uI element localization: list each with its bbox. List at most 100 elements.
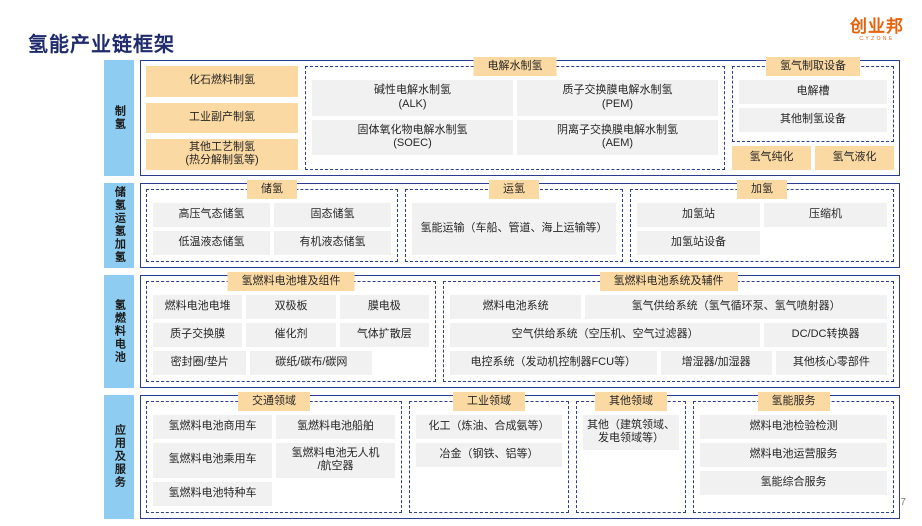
group-row — [583, 454, 679, 478]
chain-item[interactable]: 氢燃料电池船舶 — [276, 414, 395, 439]
group-row: 电控系统（发动机控制器FCU等） 增湿器/加湿器 其他核心零部件 — [450, 350, 887, 375]
group-caption: 氢气制取设备 — [766, 57, 860, 77]
chain-item[interactable]: 高压气态储氢 — [153, 202, 270, 227]
group-caption: 氢燃料电池系统及辅件 — [599, 271, 738, 291]
chain-item[interactable]: 氢燃料电池无人机/航空器 — [276, 442, 395, 478]
chain-item[interactable]: 其他（建筑领域、发电领域等） — [583, 414, 679, 450]
row-tab-label[interactable]: 氢燃料电池 — [104, 274, 134, 388]
group-transportation-field: 交通领域 氢燃料电池商用车 氢燃料电池船舶 氢燃料电池乘用车 氢燃料电池无人机/… — [146, 391, 402, 513]
group-system-auxiliaries: 氢燃料电池系统及辅件 燃料电池系统 氢气供给系统（氢气循环泵、氢气喷射器） 空气… — [443, 271, 894, 382]
group-caption: 加氢 — [737, 179, 787, 199]
chain-item[interactable]: 碱性电解水制氢(ALK) — [312, 80, 513, 116]
group-row: 加氢站设备 — [637, 230, 887, 255]
chain-item[interactable]: 低温液态储氢 — [153, 230, 270, 255]
chain-row-applications-services: 应用及服务 交通领域 氢燃料电池商用车 氢燃料电池船舶 氢燃料电池乘用车 氢燃料… — [104, 391, 900, 519]
group-storage: 储氢 高压气态储氢 固态储氢 低温液态储氢 有机液态储氢 — [146, 179, 398, 262]
group-row: 电解槽 — [739, 80, 887, 104]
chain-row-fuel-cell: 氢燃料电池 氢燃料电池堆及组件 燃料电池电堆 双极板 膜电极 质子交换膜 催化剂… — [104, 271, 900, 388]
group-row: 氢燃料电池乘用车 氢燃料电池无人机/航空器 — [153, 442, 395, 478]
group-row: 化工（炼油、合成氨等） — [416, 414, 562, 439]
chain-row-storage-transport-refuel: 储氢运氢加氢 储氢 高压气态储氢 固态储氢 低温液态储氢 有机液态储氢 运氢 氢… — [104, 179, 900, 268]
chain-item[interactable]: 氢能运输（车船、管道、海上运输等） — [412, 202, 616, 255]
chain-item[interactable]: 压缩机 — [764, 202, 887, 227]
group-caption: 氢能服务 — [757, 391, 830, 411]
chain-item[interactable]: 固体氧化物电解水制氢(SOEC) — [312, 119, 513, 155]
row-tab-label[interactable]: 储氢运氢加氢 — [104, 182, 134, 268]
chain-item[interactable]: 其他工艺制氢(热分解制氢等) — [146, 139, 298, 170]
chain-item-empty — [583, 454, 679, 478]
chain-item[interactable]: 电解槽 — [739, 80, 887, 104]
chain-item[interactable]: 化石燃料制氢 — [146, 66, 298, 97]
group-stack-components: 氢燃料电池堆及组件 燃料电池电堆 双极板 膜电极 质子交换膜 催化剂 气体扩散层… — [146, 271, 436, 382]
chain-item[interactable]: 碳纸/碳布/碳网 — [250, 350, 373, 375]
chain-item[interactable]: 氢能综合服务 — [700, 470, 887, 495]
group-caption: 电解水制氢 — [473, 57, 557, 77]
group-row: 低温液态储氢 有机液态储氢 — [153, 230, 391, 255]
chain-item[interactable]: 增湿器/加湿器 — [660, 350, 772, 375]
chain-item[interactable]: 其他制氢设备 — [739, 108, 887, 132]
chain-item-empty — [376, 351, 429, 375]
chain-item[interactable]: 电控系统（发动机控制器FCU等） — [450, 350, 657, 375]
chain-item-empty — [416, 471, 562, 495]
chain-item[interactable]: 氢气液化 — [815, 145, 894, 170]
group-row: 燃料电池系统 氢气供给系统（氢气循环泵、氢气喷射器） — [450, 294, 887, 319]
chain-item[interactable]: 燃料电池运营服务 — [700, 442, 887, 467]
chain-item[interactable]: 有机液态储氢 — [274, 230, 391, 255]
group-caption: 工业领域 — [453, 391, 525, 411]
chain-item[interactable]: 氢气供给系统（氢气循环泵、氢气喷射器） — [585, 294, 887, 319]
group-row: 碱性电解水制氢(ALK) 质子交换膜电解水制氢(PEM) — [312, 80, 718, 116]
chain-item[interactable]: 固态储氢 — [274, 202, 391, 227]
row-body: 氢燃料电池堆及组件 燃料电池电堆 双极板 膜电极 质子交换膜 催化剂 气体扩散层… — [140, 271, 900, 388]
brand-logo-en: CYZONE — [859, 36, 895, 42]
group-water-electrolysis: 电解水制氢 碱性电解水制氢(ALK) 质子交换膜电解水制氢(PEM) 固体氧化物… — [305, 57, 725, 170]
chain-item[interactable]: 燃料电池检验检测 — [700, 414, 887, 439]
group-industrial-field: 工业领域 化工（炼油、合成氨等） 冶金（钢铁、铝等） — [409, 391, 569, 513]
chain-item[interactable]: 质子交换膜 — [153, 322, 243, 347]
group-row: 冶金（钢铁、铝等） — [416, 442, 562, 467]
chain-item[interactable]: 双极板 — [246, 294, 336, 319]
chain-item[interactable]: DC/DC转换器 — [764, 322, 887, 347]
page-number: 37 — [894, 497, 906, 508]
chain-item[interactable]: 氢气纯化 — [732, 145, 811, 170]
chain-item[interactable]: 冶金（钢铁、铝等） — [416, 442, 562, 467]
chain-item[interactable]: 氢燃料电池乘用车 — [153, 442, 272, 478]
chain-item[interactable]: 燃料电池电堆 — [153, 294, 243, 319]
chain-item[interactable]: 燃料电池系统 — [450, 294, 582, 319]
group-hydrogen-services: 氢能服务 燃料电池检验检测 燃料电池运营服务 氢能综合服务 — [693, 391, 894, 513]
chain-item[interactable]: 氢燃料电池特种车 — [153, 482, 272, 506]
group-row: 燃料电池运营服务 — [700, 442, 887, 467]
group-row: 氢能综合服务 — [700, 470, 887, 495]
chain-item-empty — [276, 482, 395, 506]
row-body: 交通领域 氢燃料电池商用车 氢燃料电池船舶 氢燃料电池乘用车 氢燃料电池无人机/… — [140, 391, 900, 519]
page-title: 氢能产业链框架 — [28, 34, 175, 56]
group-caption: 储氢 — [247, 179, 297, 199]
chain-item[interactable]: 加氢站 — [637, 202, 760, 227]
row-tab-label[interactable]: 制氢 — [104, 60, 134, 176]
chain-item[interactable]: 化工（炼油、合成氨等） — [416, 414, 562, 439]
group-row: 氢燃料电池商用车 氢燃料电池船舶 — [153, 414, 395, 439]
group-other-field: 其他领域 其他（建筑领域、发电领域等） — [576, 391, 686, 513]
group-row: 加氢站 压缩机 — [637, 202, 887, 227]
chain-item[interactable]: 膜电极 — [339, 294, 429, 319]
group-row: 高压气态储氢 固态储氢 — [153, 202, 391, 227]
chain-item[interactable]: 密封圈/垫片 — [153, 350, 247, 375]
chain-item[interactable]: 工业副产制氢 — [146, 102, 298, 133]
chain-item[interactable]: 阴离子交换膜电解水制氢(AEM) — [517, 119, 718, 155]
chain-row-hydrogen-production: 制氢 化石燃料制氢 工业副产制氢 其他工艺制氢(热分解制氢等) 电解水制氢 碱性… — [104, 57, 900, 176]
chain-item[interactable]: 质子交换膜电解水制氢(PEM) — [517, 80, 718, 116]
value-chain-diagram: 制氢 化石燃料制氢 工业副产制氢 其他工艺制氢(热分解制氢等) 电解水制氢 碱性… — [104, 57, 900, 526]
chain-item[interactable]: 催化剂 — [246, 322, 336, 347]
group-caption: 运氢 — [489, 179, 539, 199]
group-caption: 氢燃料电池堆及组件 — [227, 271, 355, 291]
row-tab-label[interactable]: 应用及服务 — [104, 394, 134, 519]
chain-item[interactable]: 空气供给系统（空压机、空气过滤器） — [450, 322, 761, 347]
chain-item[interactable]: 气体扩散层 — [339, 322, 429, 347]
chain-item[interactable]: 加氢站设备 — [637, 230, 760, 255]
group-caption: 其他领域 — [595, 391, 667, 411]
chain-item[interactable]: 氢燃料电池商用车 — [153, 414, 272, 439]
group-row — [583, 482, 679, 506]
group-row: 其他（建筑领域、发电领域等） — [583, 414, 679, 450]
chain-item[interactable]: 其他核心零部件 — [775, 350, 887, 375]
group-fossil-routes: 化石燃料制氢 工业副产制氢 其他工艺制氢(热分解制氢等) — [146, 66, 298, 170]
brand-logo-cn: 创业邦 — [850, 17, 904, 36]
